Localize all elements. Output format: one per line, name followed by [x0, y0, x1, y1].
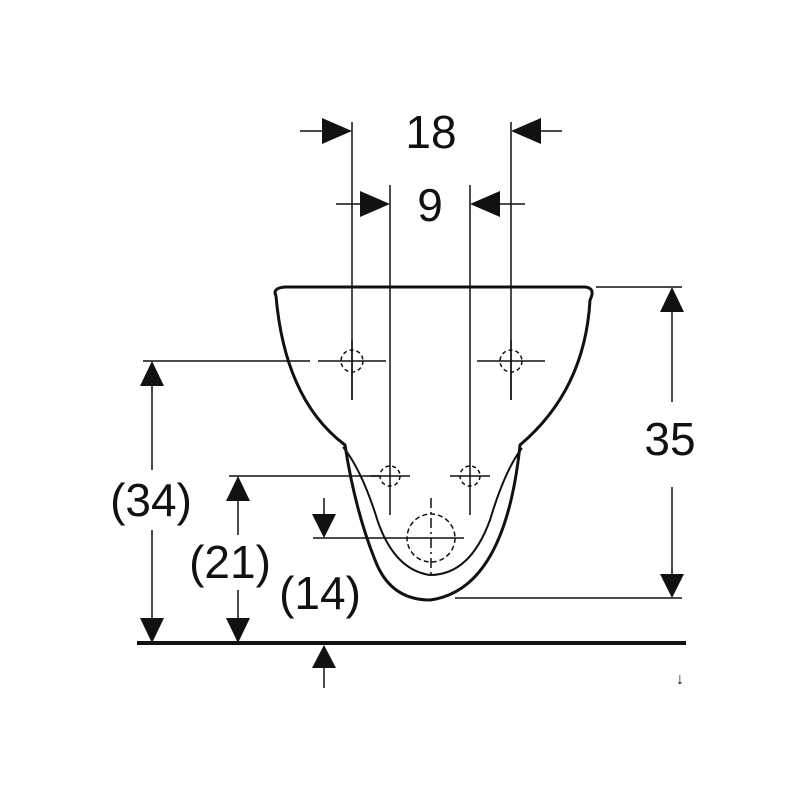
- dimension-14-arrows: [312, 498, 336, 688]
- dimension-18-label: 18: [405, 106, 456, 158]
- dimension-14-label: (14): [279, 567, 361, 619]
- dimension-21-label: (21): [189, 536, 271, 588]
- dimension-9-label: 9: [417, 179, 443, 231]
- dimension-34-label: (34): [110, 474, 192, 526]
- bowl-outline: [273, 285, 594, 602]
- dimension-21-arrows: [226, 476, 250, 643]
- floor-symbol-mark: ↓: [676, 671, 684, 688]
- dimension-35-label: 35: [644, 413, 695, 465]
- dimension-9-arrows: [336, 191, 525, 217]
- dimension-18-arrows: [300, 118, 562, 144]
- dimension-34-arrows: [140, 361, 164, 643]
- lower-right-mounting-hole: [450, 465, 490, 487]
- upper-left-mounting-hole: [318, 340, 386, 400]
- bowl-inner-contour: [342, 446, 523, 577]
- dimension-35-arrows: [660, 287, 684, 598]
- upper-right-mounting-hole: [477, 340, 545, 400]
- outlet-connection: [313, 498, 464, 578]
